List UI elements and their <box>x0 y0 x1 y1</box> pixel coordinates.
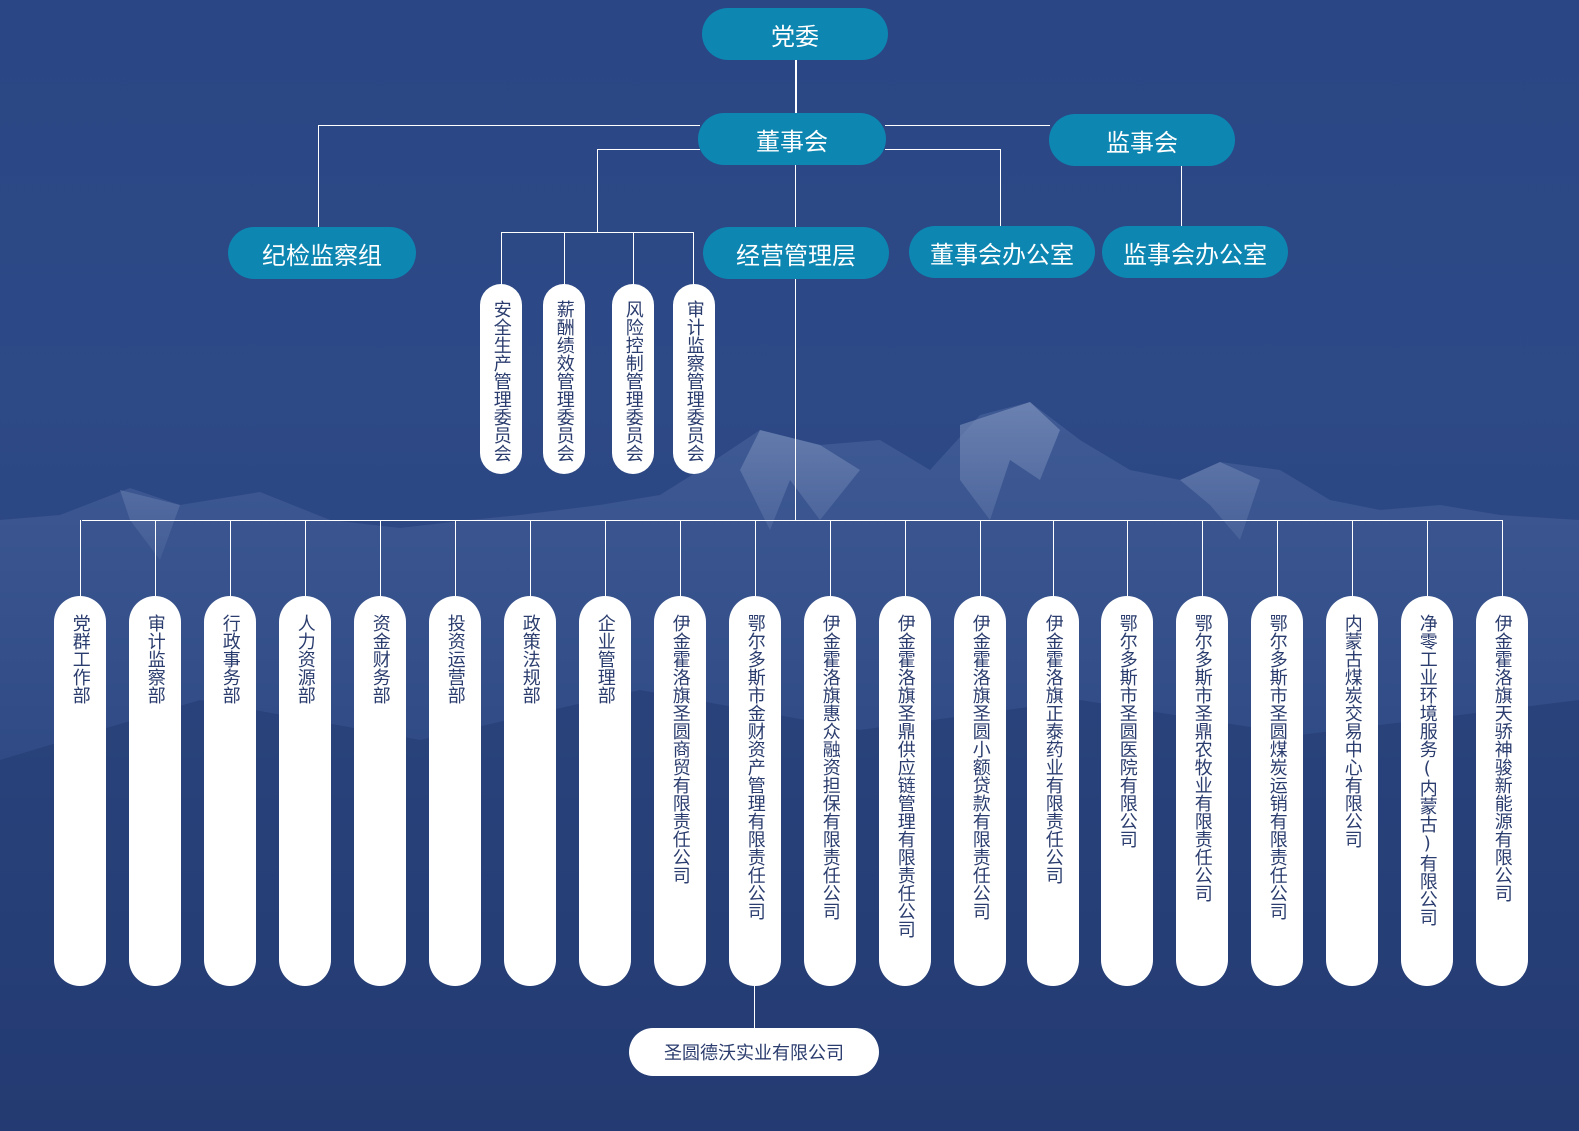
unit-node: 鄂尔多斯市圣圆医院有限公司 <box>1101 596 1153 986</box>
connector-board-supervisors <box>885 125 1050 126</box>
unit-node: 企业管理部 <box>579 596 631 986</box>
connector-unit-drop <box>80 520 81 596</box>
connector-unit-drop <box>980 520 981 596</box>
unit-node: 投资运营部 <box>429 596 481 986</box>
unit-label: 鄂尔多斯市圣圆煤炭运销有限责任公司 <box>1266 614 1288 920</box>
supervisors-office-node: 监事会办公室 <box>1102 226 1288 278</box>
unit-node: 鄂尔多斯市金财资产管理有限责任公司 <box>729 596 781 986</box>
supervisors-node: 监事会 <box>1049 114 1235 166</box>
connector-board-office-h <box>885 149 1001 150</box>
party-committee-node: 党委 <box>702 8 888 60</box>
connector-unit-drop <box>1127 520 1128 596</box>
committee-label: 风险控制管理委员会 <box>622 300 644 462</box>
connector-discipline-h <box>318 125 700 126</box>
connector-management-units <box>795 278 796 520</box>
connector-committee-3 <box>633 232 634 285</box>
committee-label: 薪酬绩效管理委员会 <box>553 300 575 462</box>
connector-party-board <box>795 58 797 114</box>
unit-label: 净零工业环境服务(内蒙古)有限公司 <box>1416 614 1438 926</box>
unit-label: 企业管理部 <box>594 614 616 704</box>
committee-node: 薪酬绩效管理委员会 <box>543 284 585 474</box>
connector-unit-drop <box>530 520 531 596</box>
unit-node: 政策法规部 <box>504 596 556 986</box>
connector-subsidiary <box>754 984 755 1028</box>
unit-label: 鄂尔多斯市圣圆医院有限公司 <box>1116 614 1138 848</box>
connector-committees-bus <box>501 232 694 233</box>
connector-unit-drop <box>1427 520 1428 596</box>
unit-node: 资金财务部 <box>354 596 406 986</box>
unit-label: 鄂尔多斯市圣鼎农牧业有限责任公司 <box>1191 614 1213 902</box>
unit-label: 伊金霍洛旗惠众融资担保有限责任公司 <box>819 614 841 920</box>
unit-node: 伊金霍洛旗圣鼎供应链管理有限责任公司 <box>879 596 931 986</box>
unit-node: 鄂尔多斯市圣鼎农牧业有限责任公司 <box>1176 596 1228 986</box>
unit-node: 伊金霍洛旗惠众融资担保有限责任公司 <box>804 596 856 986</box>
board-node: 董事会 <box>698 113 886 165</box>
connector-committee-2 <box>564 232 565 285</box>
connector-committee-4 <box>693 232 694 285</box>
connector-supervisors-office <box>1181 164 1182 227</box>
unit-label: 内蒙古煤炭交易中心有限公司 <box>1341 614 1363 848</box>
committee-label: 安全生产管理委员会 <box>490 300 512 462</box>
connector-unit-drop <box>455 520 456 596</box>
unit-node: 鄂尔多斯市圣圆煤炭运销有限责任公司 <box>1251 596 1303 986</box>
unit-label: 伊金霍洛旗圣鼎供应链管理有限责任公司 <box>894 614 916 938</box>
connector-unit-drop <box>230 520 231 596</box>
unit-node: 伊金霍洛旗圣圆商贸有限责任公司 <box>654 596 706 986</box>
unit-node: 伊金霍洛旗圣圆小额贷款有限责任公司 <box>954 596 1006 986</box>
connector-unit-drop <box>1502 520 1503 596</box>
unit-label: 伊金霍洛旗圣圆小额贷款有限责任公司 <box>969 614 991 920</box>
committee-node: 风险控制管理委员会 <box>612 284 654 474</box>
unit-node: 党群工作部 <box>54 596 106 986</box>
connector-board-management <box>795 164 796 228</box>
connector-unit-drop <box>1053 520 1054 596</box>
unit-label: 行政事务部 <box>219 614 241 704</box>
unit-label: 鄂尔多斯市金财资产管理有限责任公司 <box>744 614 766 920</box>
unit-node: 人力资源部 <box>279 596 331 986</box>
connector-committee-1 <box>501 232 502 285</box>
unit-label: 资金财务部 <box>369 614 391 704</box>
unit-node: 行政事务部 <box>204 596 256 986</box>
connector-unit-drop <box>1352 520 1353 596</box>
committee-node: 审计监察管理委员会 <box>673 284 715 474</box>
connector-unit-drop <box>605 520 606 596</box>
connector-unit-drop <box>305 520 306 596</box>
connector-board-office-v <box>1000 149 1001 227</box>
connector-unit-drop <box>905 520 906 596</box>
committee-label: 审计监察管理委员会 <box>683 300 705 462</box>
unit-label: 投资运营部 <box>444 614 466 704</box>
unit-node: 审计监察部 <box>129 596 181 986</box>
connector-committees-v <box>597 149 598 232</box>
unit-node: 净零工业环境服务(内蒙古)有限公司 <box>1401 596 1453 986</box>
connector-unit-drop <box>680 520 681 596</box>
board-office-node: 董事会办公室 <box>909 226 1095 278</box>
unit-label: 伊金霍洛旗圣圆商贸有限责任公司 <box>669 614 691 884</box>
connector-committees-h <box>597 149 700 150</box>
unit-label: 党群工作部 <box>69 614 91 704</box>
unit-label: 伊金霍洛旗正泰药业有限责任公司 <box>1042 614 1064 884</box>
unit-label: 人力资源部 <box>294 614 316 704</box>
connector-units-bus <box>82 520 1503 521</box>
unit-node: 内蒙古煤炭交易中心有限公司 <box>1326 596 1378 986</box>
discipline-node: 纪检监察组 <box>228 227 416 279</box>
connector-unit-drop <box>380 520 381 596</box>
unit-label: 伊金霍洛旗天骄神骏新能源有限公司 <box>1491 614 1513 902</box>
connector-unit-drop <box>830 520 831 596</box>
connector-unit-drop <box>1202 520 1203 596</box>
connector-unit-drop <box>755 520 756 596</box>
subsidiary-node: 圣圆德沃实业有限公司 <box>629 1028 879 1076</box>
connector-discipline-v <box>318 125 319 227</box>
unit-node: 伊金霍洛旗正泰药业有限责任公司 <box>1027 596 1079 986</box>
snow-ridge <box>120 402 1260 560</box>
unit-node: 伊金霍洛旗天骄神骏新能源有限公司 <box>1476 596 1528 986</box>
connector-unit-drop <box>155 520 156 596</box>
management-node: 经营管理层 <box>703 227 889 279</box>
unit-label: 审计监察部 <box>144 614 166 704</box>
unit-label: 政策法规部 <box>519 614 541 704</box>
connector-unit-drop <box>1277 520 1278 596</box>
committee-node: 安全生产管理委员会 <box>480 284 522 474</box>
